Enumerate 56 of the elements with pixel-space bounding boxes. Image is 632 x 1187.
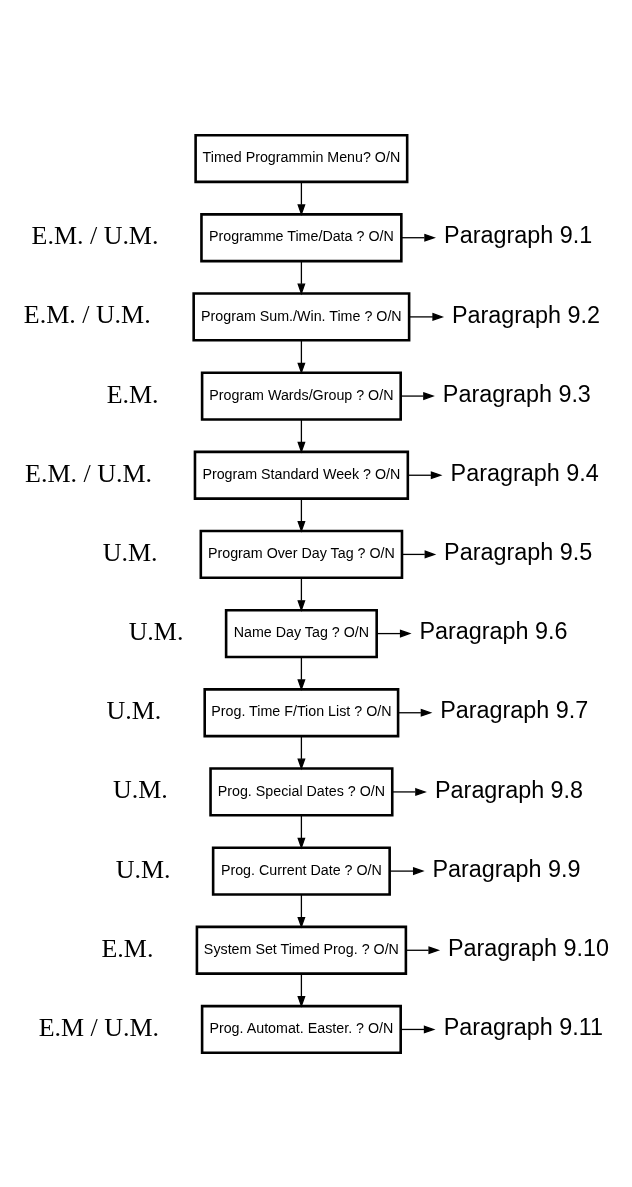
node-label: U.M. [106, 695, 162, 725]
node-box: Prog. Time F/Tion List ? O/N [203, 687, 400, 737]
arrow [389, 866, 425, 875]
node-text: Paragraph 9.10 [448, 934, 610, 961]
node-text: Paragraph 9.5 [444, 538, 593, 565]
node-box: Program Standard Week ? O/N [193, 450, 410, 500]
arrow [297, 893, 306, 929]
arrow [297, 418, 306, 454]
arrow [400, 391, 435, 400]
node-label: E.M. / U.M. [23, 299, 151, 329]
arrow [297, 576, 306, 612]
node-label: E.M. [106, 379, 159, 409]
node-box: System Set Timed Prog. ? O/N [195, 925, 408, 975]
arrow [297, 260, 306, 295]
arrow [297, 735, 306, 770]
node-box: Program Over Day Tag ? O/N [199, 529, 404, 579]
node-box: Program Wards/Group ? O/N [200, 370, 402, 421]
arrow [401, 549, 437, 558]
node-text: Paragraph 9.4 [450, 459, 599, 486]
node-text: Paragraph 9.11 [443, 1013, 603, 1040]
node-text: Paragraph 9.9 [432, 855, 581, 882]
node-label: E.M. / U.M. [25, 458, 152, 488]
node-box: Prog. Automat. Easter. ? O/N [200, 1004, 402, 1054]
node-box: Prog. Special Dates ? O/N [209, 766, 394, 817]
node-text: Paragraph 9.8 [435, 776, 584, 803]
node-box: Prog. Current Date ? O/N [211, 845, 391, 896]
arrow [400, 1024, 436, 1034]
node-box: Name Day Tag ? O/N [224, 608, 378, 658]
node-label: U.M. [128, 616, 184, 646]
arrow [297, 814, 306, 849]
node-label: U.M. [113, 774, 168, 804]
arrow [297, 972, 306, 1008]
node-label: E.M / U.M. [38, 1012, 160, 1042]
node-label: E.M. [101, 933, 154, 963]
arrow [392, 787, 427, 796]
arrow [297, 655, 306, 691]
node-label: U.M. [102, 537, 158, 567]
node-label: E.M. / U.M. [31, 220, 159, 250]
arrow [297, 497, 306, 533]
arrow [376, 629, 412, 638]
node-text: Paragraph 9.7 [440, 696, 589, 723]
node-box: Programme Time/Data ? O/N [200, 212, 403, 262]
node-box: Timed Programmin Menu? O/N [194, 133, 409, 183]
arrow [401, 233, 436, 242]
arrow [407, 470, 443, 479]
arrow [397, 708, 433, 717]
node-box: Program Sum./Win. Time ? O/N [192, 291, 411, 342]
node-text: Paragraph 9.3 [442, 380, 591, 407]
node-text: Paragraph 9.2 [451, 301, 600, 328]
node-text: Paragraph 9.6 [419, 617, 568, 644]
node-label: U.M. [115, 854, 171, 884]
node-text: Paragraph 9.1 [444, 221, 593, 248]
arrow [405, 945, 441, 954]
arrow [408, 312, 445, 321]
arrow [297, 180, 306, 216]
arrow [297, 339, 306, 374]
